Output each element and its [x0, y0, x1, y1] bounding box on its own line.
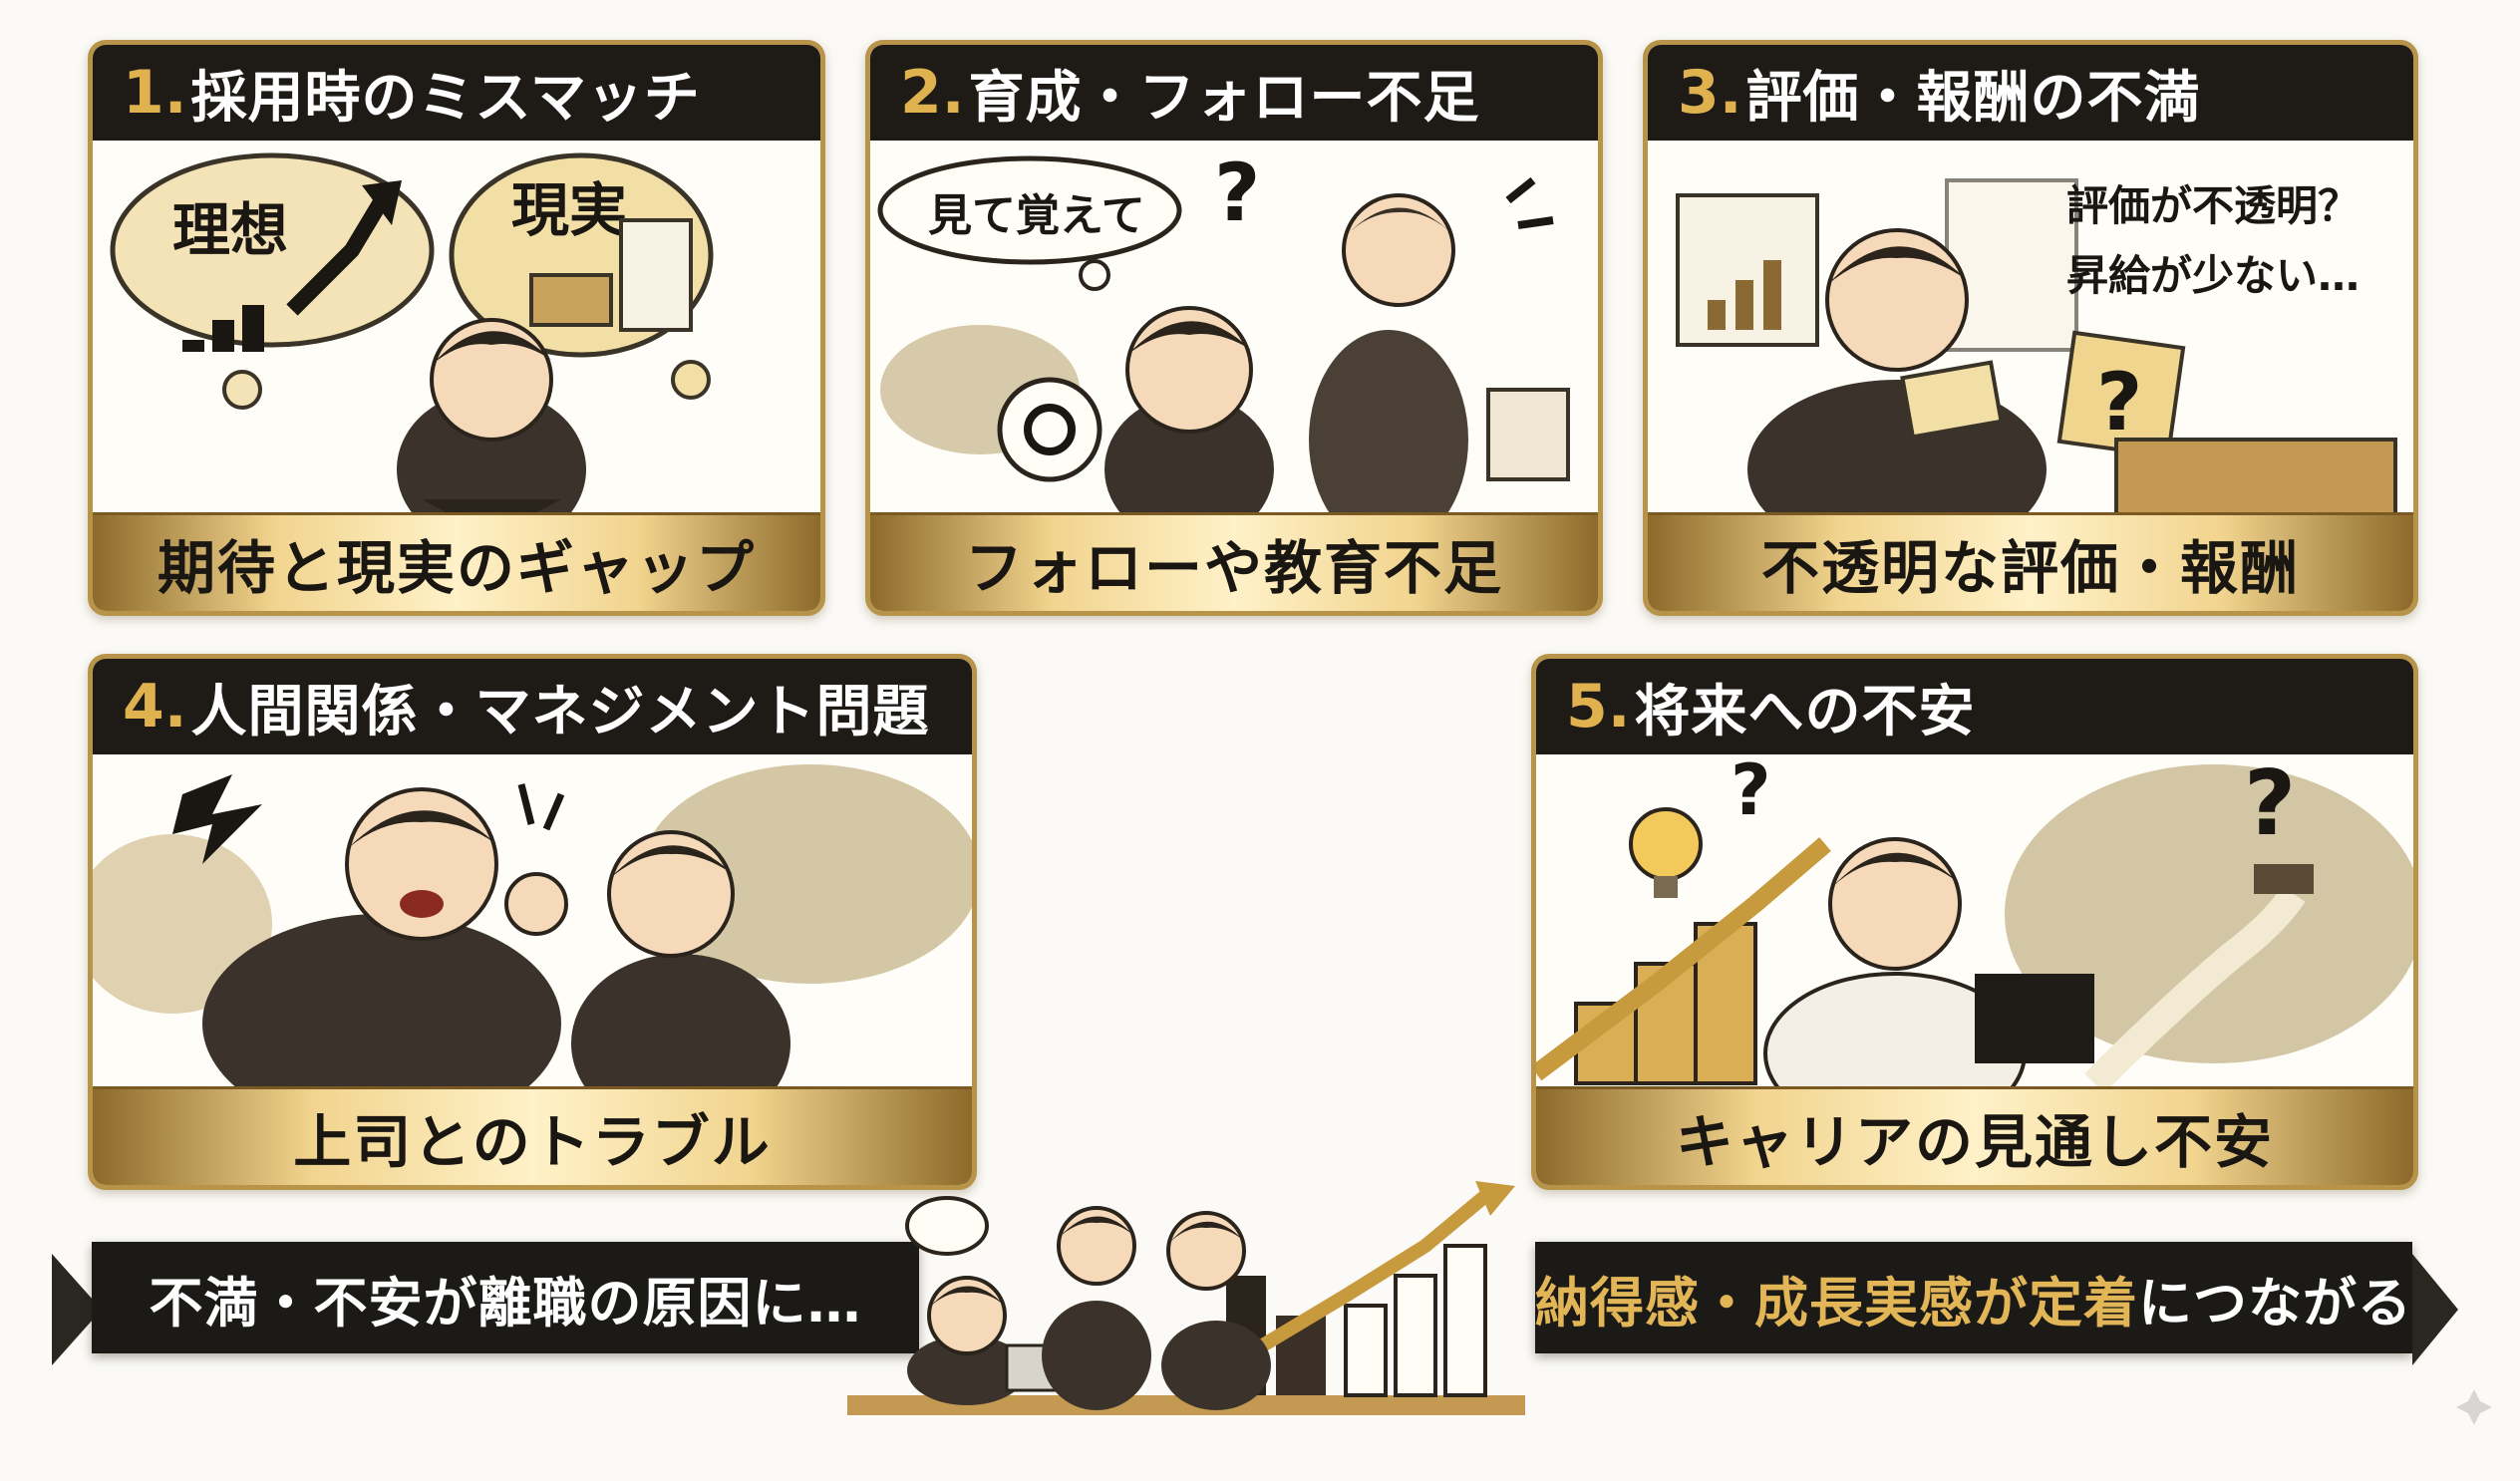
panel-title: 評価・報酬の不満: [1745, 65, 2201, 131]
panel-header: 5. 将来への不安: [1536, 659, 2413, 754]
panel-title: 育成・フォロー不足: [968, 65, 1480, 131]
panel-header: 3. 評価・報酬の不満: [1648, 45, 2413, 141]
panel-footer: フォローや教育不足: [870, 512, 1598, 611]
illustration-training: 見て覚えて ?: [870, 141, 1598, 515]
bubble-watch-and-learn: 見て覚えて: [928, 190, 1145, 241]
illustration-mismatch: 理想 現実: [93, 141, 820, 515]
panel-number: 4.: [123, 672, 187, 741]
panel-caption: 上司とのトラブル: [293, 1108, 772, 1176]
panel-footer: 上司とのトラブル: [93, 1086, 972, 1185]
panel-footer: 不透明な評価・報酬: [1648, 512, 2413, 611]
question-mark: ?: [2096, 356, 2142, 448]
sparkle-icon: [2454, 1387, 2494, 1427]
panel-training-shortage: 2. 育成・フォロー不足 見て覚えて ? フォローや教育不足: [865, 40, 1603, 616]
panel-evaluation-dissatisfaction: 3. 評価・報酬の不満 評価が不透明？ 昇給が少ない… ? 不透明な評価・報酬: [1643, 40, 2418, 616]
illustration-evaluation: 評価が不透明？ 昇給が少ない… ?: [1648, 141, 2413, 515]
panel-header: 1. 採用時のミスマッチ: [93, 45, 820, 141]
banner-right: 納得感・成長実感が定着につながる: [1535, 1242, 2412, 1353]
panel-number: 3.: [1678, 58, 1742, 128]
panel-number: 5.: [1566, 672, 1631, 741]
panel-caption: 期待と現実のギャップ: [157, 534, 756, 602]
panel-title: 将来への不安: [1634, 679, 1976, 744]
panel-footer: 期待と現実のギャップ: [93, 512, 820, 611]
panel-relationship-management: 4. 人間関係・マネジメント問題 上司とのトラブル: [88, 654, 977, 1190]
banner-right-highlight: 納得感・成長実感が定着: [1535, 1271, 2138, 1334]
banner-right-text: 納得感・成長実感が定着につながる: [1535, 1259, 2412, 1337]
bubble-reality: 現実: [511, 176, 627, 244]
banner-left-text: 不満・不安が離職の原因に…: [149, 1271, 862, 1334]
panel-future-anxiety: 5. 将来への不安 ? ? キャリアの見通し不安: [1531, 654, 2418, 1190]
banner-right-tail-text: につながる: [2138, 1271, 2412, 1334]
panel-number: 2.: [900, 58, 965, 128]
banner-left: 不満・不安が離職の原因に…: [92, 1242, 919, 1353]
text-raise-small: 昇給が少ない…: [2066, 251, 2360, 300]
illustration-growth-team: [827, 1156, 1545, 1425]
question-mark-right: ?: [2244, 754, 2296, 856]
text-evaluation-opaque: 評価が不透明？: [2066, 181, 2360, 230]
panel-caption: 不透明な評価・報酬: [1760, 534, 2300, 602]
panel-header: 4. 人間関係・マネジメント問題: [93, 659, 972, 754]
panel-title: 人間関係・マネジメント問題: [190, 679, 930, 744]
banner-right-tail-shape: [2412, 1254, 2458, 1365]
question-mark: ?: [1214, 147, 1260, 239]
panel-header: 2. 育成・フォロー不足: [870, 45, 1598, 141]
question-mark-left: ?: [1731, 754, 1771, 831]
illustration-career-anxiety: ? ?: [1536, 754, 2413, 1089]
panel-number: 1.: [123, 58, 187, 128]
panel-footer: キャリアの見通し不安: [1536, 1086, 2413, 1185]
panel-caption: フォローや教育不足: [964, 534, 1503, 602]
panel-hiring-mismatch: 1. 採用時のミスマッチ 理想 現実 期待と現実のギャップ: [88, 40, 825, 616]
panel-caption: キャリアの見通し不安: [1675, 1108, 2274, 1176]
illustration-boss-trouble: [93, 754, 972, 1089]
bubble-ideal: 理想: [172, 196, 288, 264]
panel-title: 採用時のミスマッチ: [190, 65, 701, 131]
